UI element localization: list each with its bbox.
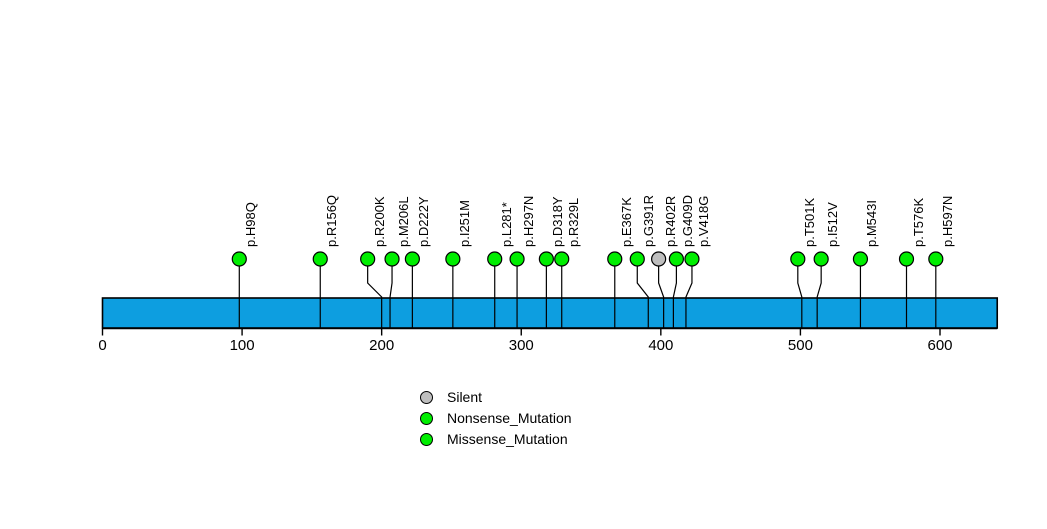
mutation-label: p.T501K <box>801 197 817 247</box>
legend-color-swatch <box>420 411 433 425</box>
mutation-label: p.H98Q <box>243 202 259 247</box>
legend-item[interactable]: Nonsense_Mutation <box>420 411 572 425</box>
mutation-dot[interactable] <box>668 251 684 267</box>
mutation-label: p.G391R <box>641 194 657 247</box>
mutation-dot[interactable] <box>813 251 829 267</box>
mutation-dot[interactable] <box>928 251 944 267</box>
lollipop-stem <box>636 259 649 329</box>
mutation-label: p.G409D <box>680 194 696 247</box>
mutation-dot[interactable] <box>554 251 570 267</box>
mutation-dot[interactable] <box>790 251 806 267</box>
mutation-dot[interactable] <box>231 251 247 267</box>
mutation-label: p.H297N <box>521 195 537 247</box>
x-axis-tick-label: 500 <box>787 337 813 354</box>
legend-color-swatch <box>420 390 433 404</box>
legend-label: Missense_Mutation <box>447 431 568 447</box>
x-axis-tick-label: 200 <box>369 337 395 354</box>
mutation-dot[interactable] <box>651 251 667 267</box>
mutation-label: p.R156Q <box>324 194 340 247</box>
mutation-label: p.R329L <box>565 197 581 247</box>
mutation-dot[interactable] <box>852 251 869 267</box>
mutation-label: p.M206L <box>396 196 412 247</box>
legend-color-swatch <box>420 432 433 446</box>
mutation-label: p.R200K <box>371 196 387 247</box>
mutation-label: p.M543I <box>864 200 880 247</box>
x-axis-tick-label: 400 <box>648 337 674 354</box>
mutation-label: p.I512V <box>825 202 841 247</box>
mutation-dot[interactable] <box>384 251 400 267</box>
lollipop-stem <box>685 259 693 329</box>
mutation-dot[interactable] <box>684 251 700 267</box>
mutation-label: p.R402R <box>662 195 678 247</box>
mutation-dot[interactable] <box>538 251 554 267</box>
mutation-label: p.D222Y <box>416 196 432 247</box>
mutation-dot[interactable] <box>404 251 420 267</box>
mutation-dot[interactable] <box>312 251 328 267</box>
lollipop-stem <box>816 259 822 329</box>
legend-label: Silent <box>447 389 483 405</box>
mutation-dot[interactable] <box>629 251 645 267</box>
mutation-dot[interactable] <box>898 251 915 267</box>
lollipop-stem <box>658 259 665 329</box>
lollipop-stem <box>367 259 383 329</box>
legend-item[interactable]: Silent <box>420 390 482 404</box>
mutation-dot[interactable] <box>509 251 525 267</box>
x-axis-tick-label: 300 <box>508 337 534 354</box>
mutation-dot[interactable] <box>487 251 503 267</box>
mutation-dot[interactable] <box>360 251 376 267</box>
mutation-label: p.L281* <box>498 202 514 247</box>
x-axis-tick-label: 0 <box>98 337 107 354</box>
mutation-dot[interactable] <box>445 251 461 267</box>
mutation-label: p.E367K <box>618 197 634 247</box>
mutation-label: p.V418G <box>695 195 711 247</box>
legend-label: Nonsense_Mutation <box>447 410 572 426</box>
lollipop-stem <box>389 259 393 329</box>
x-axis-tick-label: 600 <box>927 337 953 354</box>
protein-bar <box>101 297 999 329</box>
mutation-label: p.I251M <box>456 200 472 247</box>
lollipop-stem <box>672 259 677 329</box>
mutation-label: p.T576K <box>910 197 926 247</box>
legend-item[interactable]: Missense_Mutation <box>420 432 568 446</box>
mutation-label: p.H597N <box>939 195 955 247</box>
lollipop-stem <box>797 259 803 329</box>
mutation-dot[interactable] <box>607 251 623 267</box>
mutation-label: p.D318Y <box>550 196 566 247</box>
x-axis-tick-label: 100 <box>229 337 255 354</box>
